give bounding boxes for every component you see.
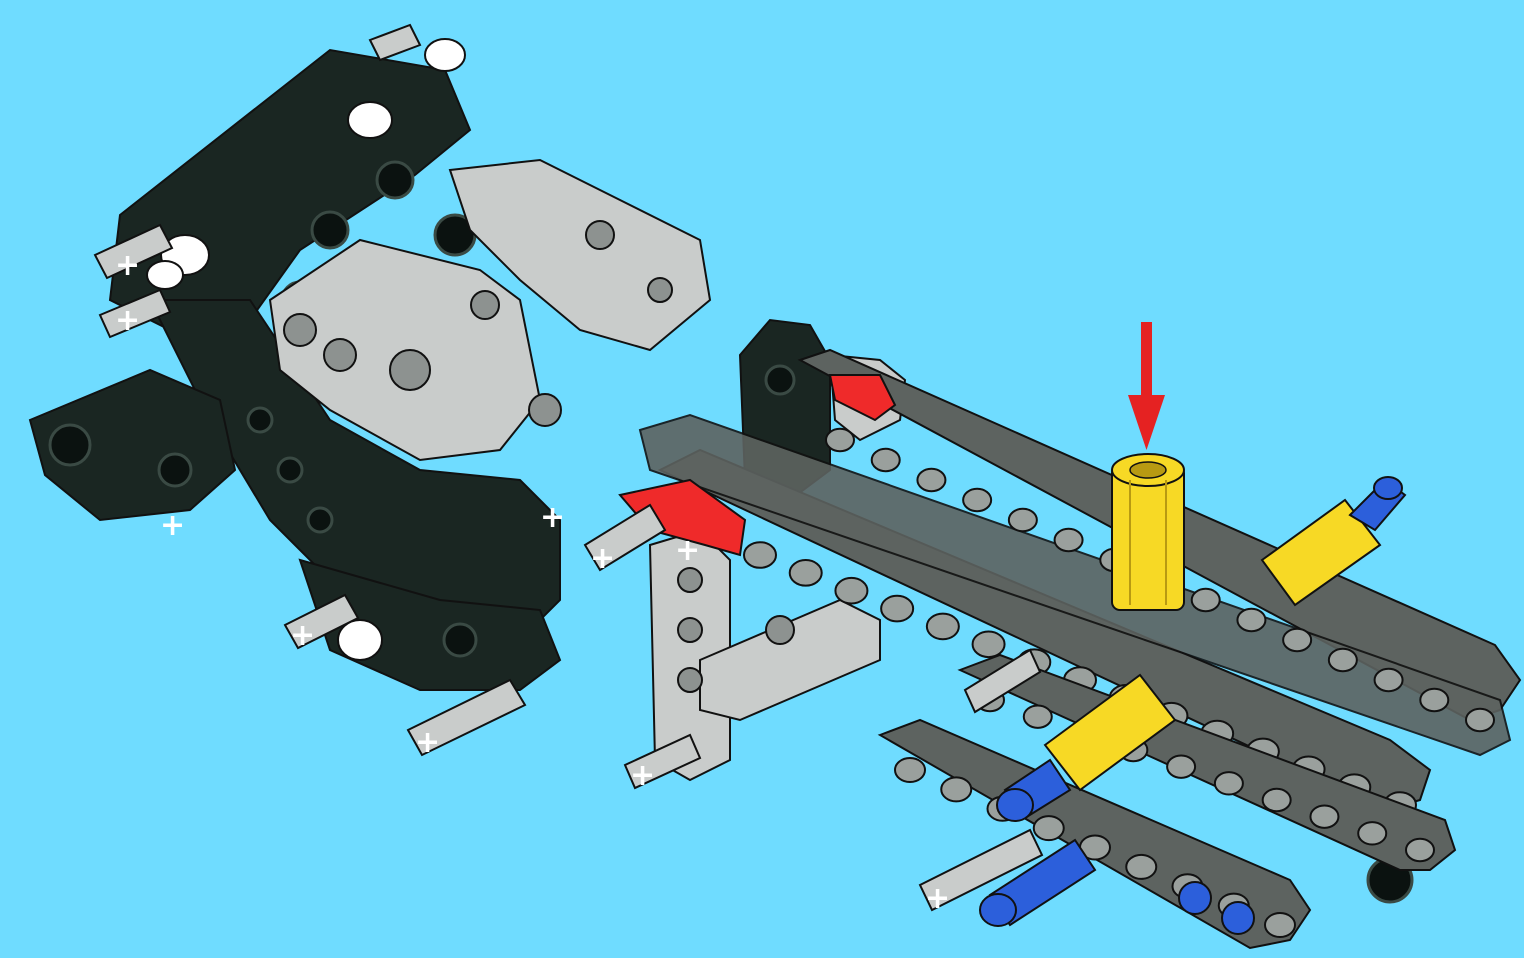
svg-text:+: + — [160, 508, 185, 543]
beam-hole — [1022, 704, 1053, 729]
beam-hole — [1213, 771, 1244, 796]
svg-text:+: + — [290, 618, 315, 653]
beam-hole — [788, 559, 823, 587]
svg-text:+: + — [115, 248, 140, 283]
svg-text:+: + — [415, 725, 440, 760]
yellow-axle-joiner-new — [1111, 453, 1185, 611]
beam-hole — [1282, 627, 1313, 653]
red-bush — [618, 374, 897, 557]
yellow-axle-connector-lower — [1043, 673, 1177, 792]
beam-hole — [962, 487, 993, 513]
beam-hole — [880, 594, 915, 623]
light-gray-bracket — [648, 353, 907, 782]
light-gray-axles: + + + + + + + + + + — [93, 23, 1044, 916]
beam-hole — [1190, 587, 1221, 613]
beam-hole — [1236, 607, 1267, 633]
blue-pin — [979, 476, 1407, 935]
beam-hole — [971, 630, 1006, 659]
beam-hole — [1053, 527, 1084, 553]
svg-text:+: + — [540, 500, 565, 535]
beam-hole — [1405, 837, 1435, 863]
light-gray-steering-block — [268, 158, 712, 462]
yellow-axle-connector-right — [1260, 498, 1382, 607]
beam-hole — [1166, 754, 1197, 779]
beam-hole — [1032, 815, 1065, 842]
beam-hole — [1261, 787, 1292, 813]
beam-hole — [1419, 687, 1450, 713]
beam-hole — [894, 757, 926, 783]
svg-text:+: + — [590, 541, 615, 576]
beam-hole — [825, 427, 855, 453]
beam-hole — [1007, 507, 1038, 533]
down-arrow-icon — [1128, 322, 1165, 450]
svg-text:+: + — [675, 533, 700, 568]
beam-hole — [1357, 821, 1388, 846]
beam-hole — [1309, 804, 1340, 829]
beam-hole — [1264, 912, 1296, 938]
beam-hole — [1465, 707, 1495, 733]
beam-hole — [940, 776, 973, 803]
black-frame-assembly — [28, 38, 1414, 904]
beam-hole — [743, 541, 777, 569]
svg-text:+: + — [115, 303, 140, 338]
beam-hole — [870, 447, 901, 473]
beam-hole — [1327, 647, 1358, 673]
svg-text:+: + — [925, 881, 950, 916]
beam-hole — [1125, 853, 1158, 880]
svg-text:+: + — [630, 758, 655, 793]
beam-hole — [925, 612, 960, 641]
beam-hole — [916, 467, 947, 493]
beam-hole — [1373, 667, 1404, 693]
beam-hole — [834, 576, 869, 605]
